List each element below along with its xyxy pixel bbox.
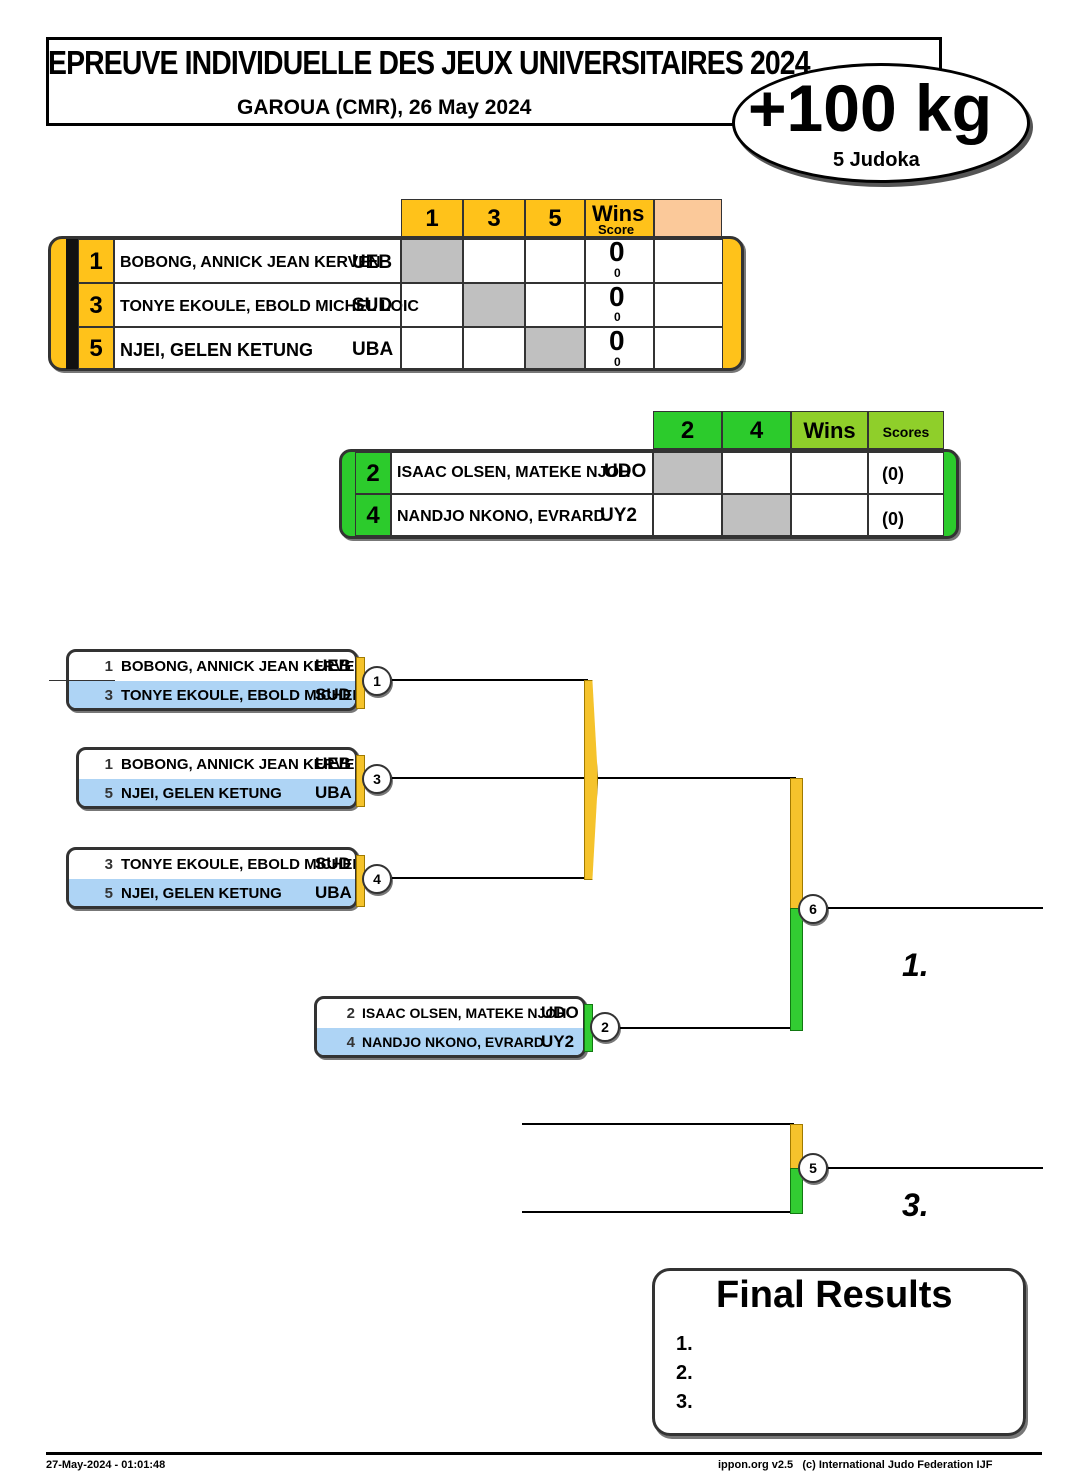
match-2-number: 2 xyxy=(590,1012,620,1042)
pool-a-cell xyxy=(401,283,463,327)
final-result-place: 1. xyxy=(676,1333,693,1355)
event-location-date: GAROUA (CMR), 26 May 2024 xyxy=(237,96,532,119)
pool-b-cell xyxy=(653,452,722,494)
final-match-number: 6 xyxy=(798,894,828,924)
weight-class-oval xyxy=(732,63,1030,183)
pool-b-col-4: 4 xyxy=(722,411,791,449)
match-3-box: 1 BOBONG, ANNICK JEAN KERVEN UEB 5 NJEI,… xyxy=(76,747,358,809)
pool-b-cell xyxy=(722,452,791,494)
footer-credit: ippon.org v2.5 (c) International Judo Fe… xyxy=(718,1459,993,1471)
pool-b-col-2: 2 xyxy=(653,411,722,449)
pool-a-wins: 0 xyxy=(609,236,625,267)
pool-a-wins-label: Wins xyxy=(592,201,645,226)
pool-b-scores: (0) xyxy=(882,509,904,529)
pool-a-blank-header xyxy=(654,199,722,237)
pool-a-name: TONYE EKOULE, EBOLD MICHEL LOIC xyxy=(120,298,419,315)
pool-b-wins-label: Wins xyxy=(791,411,868,449)
pool-a-wins: 0 xyxy=(609,325,625,356)
pool-a-cell xyxy=(525,283,585,327)
pool-a-marker xyxy=(66,239,78,369)
footer-timestamp: 27-May-2024 - 01:01:48 xyxy=(46,1459,166,1471)
final-result-place: 2. xyxy=(676,1362,693,1384)
pool-a-seed: 1 xyxy=(78,239,114,283)
match-4-box: 3 TONYE EKOULE, EBOLD MICHEL LOIC SUD 5 … xyxy=(66,847,358,909)
footer-divider xyxy=(46,1452,1042,1455)
final-result-place: 3. xyxy=(676,1391,693,1413)
pool-a-col-3: 3 xyxy=(463,199,525,237)
bronze-match-number: 5 xyxy=(798,1153,828,1183)
pool-a-wins-cell xyxy=(585,239,654,283)
pool-a-score: 0 xyxy=(614,355,621,369)
pool-a-col-1: 1 xyxy=(401,199,463,237)
pool-b-wins-cell xyxy=(791,494,868,536)
pool-a-cell xyxy=(463,283,525,327)
pool-b-nation: UDO xyxy=(604,461,647,482)
pool-b-name: NANDJO NKONO, EVRARD xyxy=(397,508,606,525)
match-2-box: 2 ISAAC OLSEN, MATEKE NJOH UDO 4 NANDJO … xyxy=(314,996,586,1058)
match-2-competitor-bottom: 4 NANDJO NKONO, EVRARD UY2 xyxy=(317,1028,583,1055)
pool-a-nation: SUD xyxy=(352,295,393,316)
pool-b-nation: UY2 xyxy=(600,505,637,526)
pool-a-score: 0 xyxy=(614,266,621,280)
event-title: EPREUVE INDIVIDUELLE DES JEUX UNIVERSITA… xyxy=(48,44,811,81)
pool-a-wins: 0 xyxy=(609,281,625,312)
match-1-competitor-bottom: 3 TONYE EKOULE, EBOLD MICHEL LOIC SUD xyxy=(69,681,355,708)
match-4-number: 4 xyxy=(362,864,392,894)
pool-a-cell xyxy=(463,239,525,283)
pool-b-scores: (0) xyxy=(882,464,904,484)
match-4-competitor-bottom: 5 NJEI, GELEN KETUNG UBA xyxy=(69,879,355,906)
pool-b-wins-cell xyxy=(791,452,868,494)
pool-b-scores-label: Scores xyxy=(868,411,944,449)
match-3-number: 3 xyxy=(362,764,392,794)
pool-a-seed: 3 xyxy=(78,283,114,327)
pool-a-name: NJEI, GELEN KETUNG xyxy=(120,340,314,360)
match-4-competitor-top: 3 TONYE EKOULE, EBOLD MICHEL LOIC SUD xyxy=(104,854,358,873)
pool-a-score: 0 xyxy=(614,310,621,324)
pool-a-wins-cell xyxy=(585,327,654,369)
pool-a-wins-cell xyxy=(585,283,654,327)
pool-b-cell xyxy=(653,494,722,536)
pool-a-cell xyxy=(525,327,585,369)
weight-class: +100 kg xyxy=(748,71,993,145)
judoka-count: 5 Judoka xyxy=(833,149,920,171)
final-results-box xyxy=(652,1268,1026,1436)
pool-a-wins-header: Wins Score xyxy=(585,199,654,237)
pool-a-cell xyxy=(401,327,463,369)
pool-a-nation: UEB xyxy=(352,252,393,273)
pool-a-name: BOBONG, ANNICK JEAN KERVEN xyxy=(120,254,381,271)
pool-a-cell xyxy=(525,239,585,283)
pool-a-cell xyxy=(401,239,463,283)
pool-a-nation: UBA xyxy=(352,339,394,360)
pool-a-col-5: 5 xyxy=(525,199,585,237)
third-place-label: 3. xyxy=(902,1187,929,1223)
match-1-competitor-top: 1 BOBONG, ANNICK JEAN KERVEN UEB xyxy=(104,656,358,675)
pool-a-score-label: Score xyxy=(598,222,635,237)
pool-a-cell xyxy=(463,327,525,369)
pool-b-seed: 2 xyxy=(355,452,391,494)
pool-b-name: ISAAC OLSEN, MATEKE NJOH xyxy=(397,464,631,481)
match-3-competitor-top: 1 BOBONG, ANNICK JEAN KERVEN UEB xyxy=(104,754,358,773)
match-2-competitor-top: 2 ISAAC OLSEN, MATEKE NJOH UDO xyxy=(346,1003,579,1022)
match-3-competitor-bottom: 5 NJEI, GELEN KETUNG UBA xyxy=(79,779,355,806)
final-results-title: Final Results xyxy=(716,1274,953,1316)
pool-b-cell xyxy=(722,494,791,536)
pool-b-seed: 4 xyxy=(355,494,391,536)
pool-a-seed: 5 xyxy=(78,327,114,369)
first-place-label: 1. xyxy=(902,947,929,983)
match-1-number: 1 xyxy=(362,666,392,696)
